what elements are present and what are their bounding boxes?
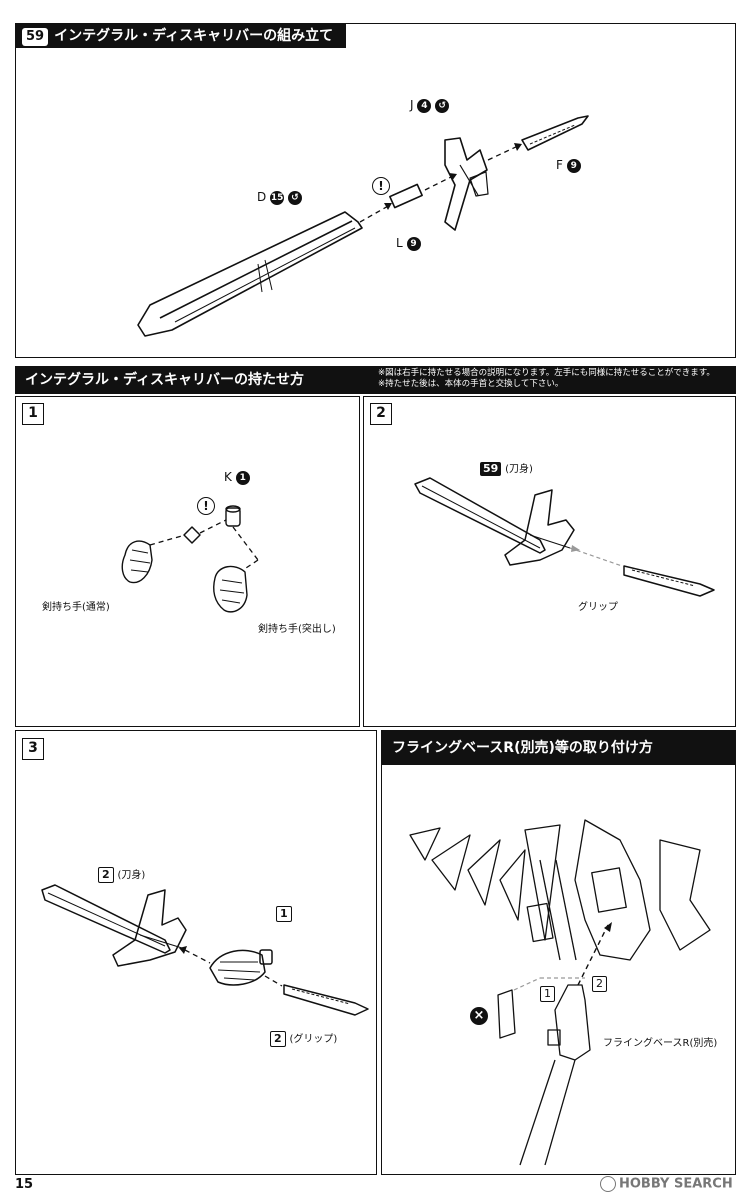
flying-section-title: フライングベースR(別売)等の取り付け方 <box>392 740 653 756</box>
panel3-blade-text: (刀身) <box>117 870 146 881</box>
panel2-number: 2 <box>370 403 392 425</box>
step59-number: 59 <box>22 28 49 46</box>
hand-normal <box>121 540 153 584</box>
grip-f <box>521 115 589 151</box>
panel3-grip <box>283 984 369 1016</box>
hold-section-header: インテグラル・ディスキャリバーの持たせ方 <box>15 366 736 394</box>
panel2-blade-label: 59 (刀身) <box>480 460 533 476</box>
flying-base-arm <box>554 984 591 1061</box>
note-2: ※持たせた後は、本体の手首と交換して下さい。 <box>378 379 564 389</box>
part-j-count: 4 <box>417 98 432 113</box>
removed-cover <box>497 989 516 1039</box>
part-l-label: L 9 <box>396 236 421 251</box>
caution-icon: ! <box>372 177 390 195</box>
step59-sword-drawing <box>137 115 589 337</box>
page-number: 15 <box>15 1177 34 1192</box>
joint-diamond <box>183 526 201 544</box>
part-d-count: 15 <box>270 190 285 205</box>
panel3-blade-tag: 2 <box>98 867 114 883</box>
part-j-label: J 4 ↺ <box>410 98 450 113</box>
step59-title: インテグラル・ディスキャリバーの組み立て <box>54 28 334 44</box>
panel2-sword-drawing <box>414 477 715 597</box>
hand-normal-label: 剣持ち手(通常) <box>42 602 110 613</box>
x-mark-icon: × <box>470 1007 488 1025</box>
part-f-label: F 9 <box>556 158 581 173</box>
hand-protrude-label: 剣持ち手(突出し) <box>258 624 336 635</box>
panel1-caution-icon: ! <box>197 497 215 515</box>
watermark: HOBBY SEARCH <box>600 1176 733 1192</box>
hold-notes: ※図は右手に持たせる場合の説明になります。左手にも同様に持たせることができます。… <box>378 368 734 390</box>
panel3-hand-tag: 1 <box>276 906 292 922</box>
panel2-grip <box>623 565 715 597</box>
panel3-hand-label: 1 <box>276 906 292 922</box>
panel3-frame <box>15 730 377 1175</box>
panel3-blade <box>41 884 171 954</box>
panel2-grip-label: グリップ <box>578 602 618 613</box>
part-l <box>389 183 423 209</box>
panel2-frame <box>363 396 736 727</box>
blade-d <box>137 211 363 337</box>
part-f-count: 9 <box>566 158 581 173</box>
part-k-count: 1 <box>235 470 250 485</box>
flying-step2-tag: 2 <box>592 976 607 992</box>
part-d-label: D 15 ↺ <box>257 190 302 205</box>
flying-section-header: フライングベースR(別売)等の取り付け方 <box>382 731 735 765</box>
flying-step1-tag: 1 <box>540 986 555 1002</box>
panel1-frame <box>15 396 360 727</box>
sprue-cut-icon: ↺ <box>287 190 302 205</box>
panel2-blade-text: (刀身) <box>505 464 533 475</box>
panel2-step-tag: 59 <box>480 462 502 476</box>
watermark-logo-icon <box>600 1176 616 1192</box>
panel3-grip-tag: 2 <box>270 1031 286 1047</box>
part-l-count: 9 <box>406 236 421 251</box>
panel1-number: 1 <box>22 403 44 425</box>
part-k-label: K 1 <box>224 470 250 485</box>
panel2-guard <box>504 489 575 566</box>
step59-frame <box>15 23 736 358</box>
step59-header: 59 インテグラル・ディスキャリバーの組み立て <box>16 24 346 48</box>
flying-base-label: フライングベースR(別売) <box>603 1038 718 1049</box>
flying-step1-label: 1 <box>540 986 555 1002</box>
panel2-blade <box>414 477 546 554</box>
flying-frame <box>381 730 736 1175</box>
panel3-blade-label: 2 (刀身) <box>98 866 145 883</box>
panel1-hand-drawing <box>121 505 259 613</box>
hand-protrude <box>213 565 248 613</box>
flying-step2-label: 2 <box>592 976 607 992</box>
peg-k <box>225 507 241 527</box>
note-1: ※図は右手に持たせる場合の説明になります。左手にも同様に持たせることができます。 <box>378 368 715 378</box>
figure-body <box>574 819 651 961</box>
hold-section-title: インテグラル・ディスキャリバーの持たせ方 <box>25 372 305 388</box>
panel3-grip-label: 2 (グリップ) <box>270 1030 337 1047</box>
panel3-guard <box>112 889 187 967</box>
panel3-number: 3 <box>22 738 44 760</box>
sprue-cut-icon: ↺ <box>435 98 450 113</box>
panel3-grip-text: (グリップ) <box>289 1034 338 1045</box>
